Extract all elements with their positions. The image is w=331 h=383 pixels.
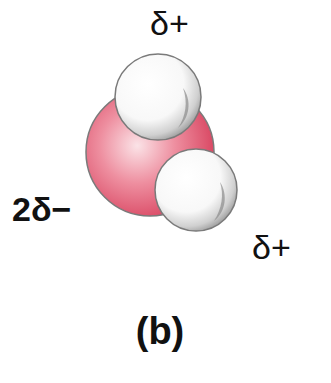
- shading: [178, 88, 189, 128]
- shading: [214, 182, 225, 221]
- partial-charge-label: 2δ−: [12, 192, 71, 226]
- partial-charge-label: δ+: [252, 230, 291, 264]
- hydrogen-atom: [155, 149, 237, 231]
- partial-charge-label: δ+: [150, 6, 189, 40]
- panel-caption: (b): [136, 312, 185, 350]
- hydrogen-atom: [115, 54, 201, 140]
